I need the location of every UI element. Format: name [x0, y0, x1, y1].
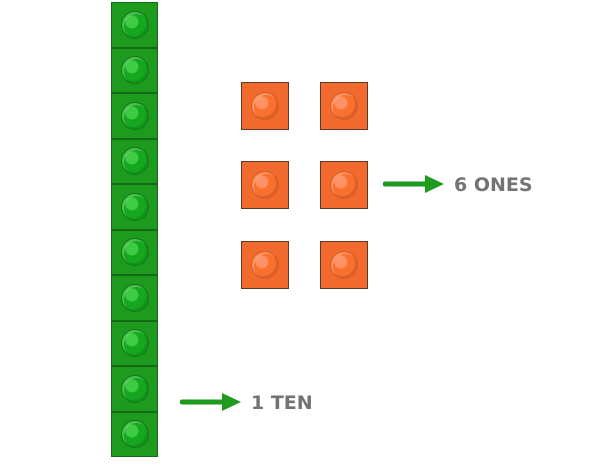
stud-icon	[251, 171, 279, 199]
ten-unit-block	[111, 138, 158, 184]
stud-icon	[120, 10, 149, 39]
one-unit-block	[320, 82, 368, 130]
ten-unit-block	[111, 411, 158, 457]
ten-unit-block	[111, 320, 158, 366]
stud-icon	[120, 238, 149, 267]
one-unit-block	[241, 241, 289, 289]
stud-icon	[120, 329, 149, 358]
stud-icon	[330, 92, 358, 120]
stud-icon	[120, 420, 149, 449]
ten-unit-block	[111, 184, 158, 230]
stud-icon	[120, 283, 149, 312]
arrow-head	[222, 393, 241, 411]
stud-icon	[330, 171, 358, 199]
ten-unit-block	[111, 93, 158, 139]
ten-unit-block	[111, 366, 158, 412]
stud-icon	[120, 147, 149, 176]
arrow-head	[425, 175, 444, 193]
stud-icon	[251, 251, 279, 279]
stud-icon	[120, 192, 149, 221]
ten-unit-block	[111, 2, 158, 48]
stud-icon	[251, 92, 279, 120]
arrow-right-icon	[383, 175, 444, 193]
one-unit-block	[241, 82, 289, 130]
ten-unit-block	[111, 229, 158, 275]
ten-unit-block	[111, 47, 158, 93]
stud-icon	[120, 56, 149, 85]
ten-label: 1 TEN	[251, 392, 313, 414]
one-unit-block	[241, 161, 289, 209]
ones-label: 6 ONES	[454, 174, 533, 196]
stud-icon	[330, 251, 358, 279]
stud-icon	[120, 374, 149, 403]
ten-rod	[111, 2, 158, 457]
arrow-right-icon	[180, 393, 241, 411]
one-unit-block	[320, 161, 368, 209]
one-unit-block	[320, 241, 368, 289]
stud-icon	[120, 101, 149, 130]
ten-unit-block	[111, 275, 158, 321]
